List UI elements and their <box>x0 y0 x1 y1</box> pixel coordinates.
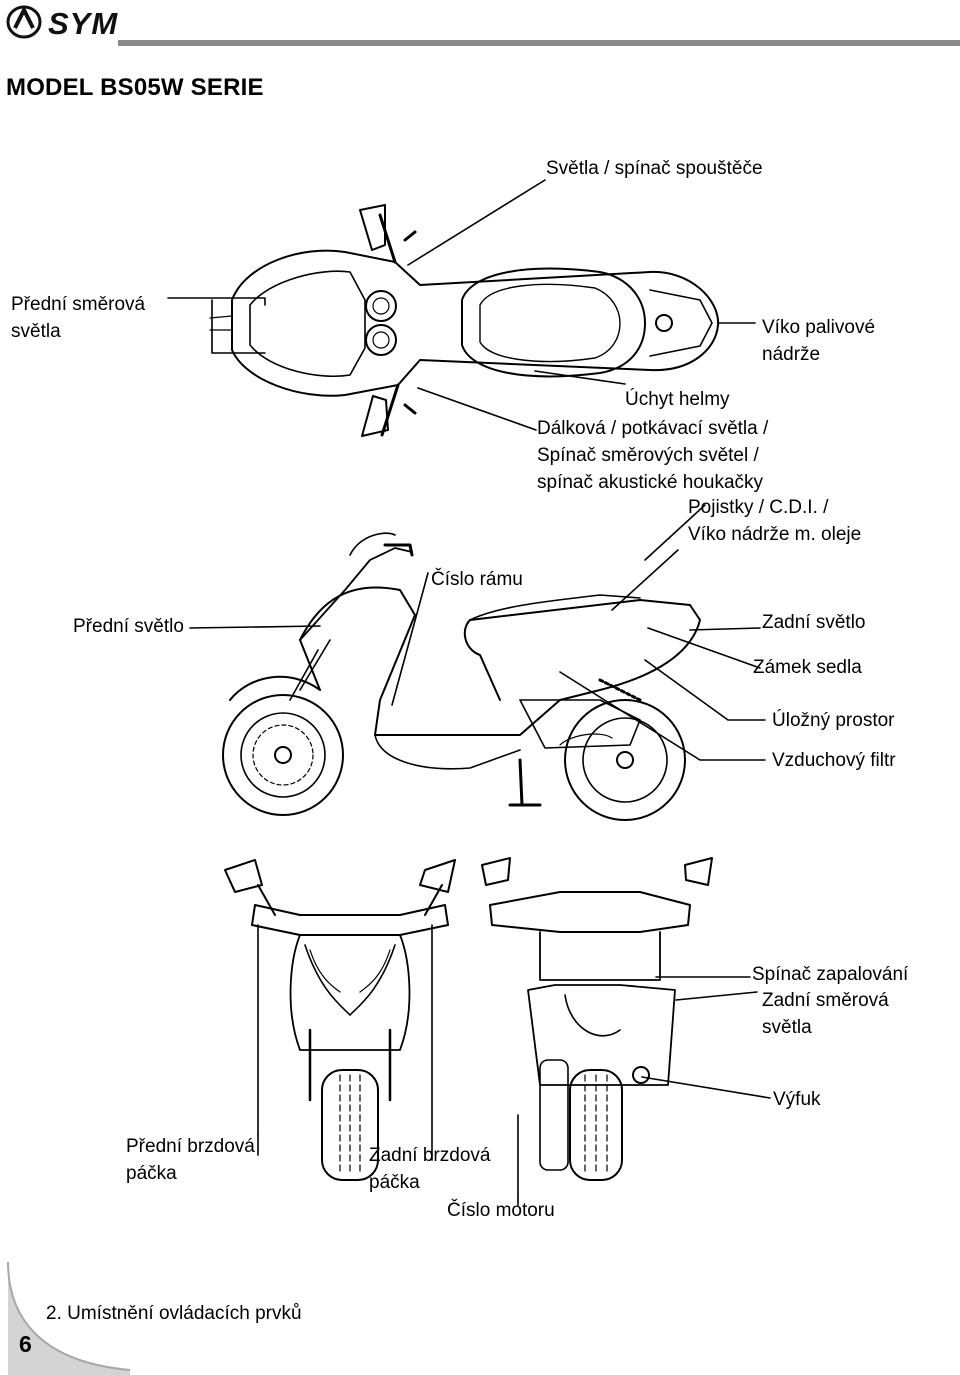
label-beam-switch: Dálková / potkávací světla / Spínač směr… <box>537 418 769 493</box>
label-tail-light: Zadní světlo <box>762 612 866 633</box>
label-rear-turn-signals: Zadní směrová světla <box>762 990 889 1038</box>
label-headlight: Přední světlo <box>73 616 184 637</box>
header-rule <box>118 40 960 46</box>
label-ignition-switch: Spínač zapalování <box>752 964 909 985</box>
label-fuses-cdi: Pojistky / C.D.I. / Víko nádrže m. oleje <box>688 497 862 545</box>
label-frame-number: Číslo rámu <box>431 569 523 590</box>
label-air-filter: Vzduchový filtr <box>772 750 896 771</box>
label-seat-lock: Zámek sedla <box>753 657 862 678</box>
side-view-scooter <box>222 532 701 821</box>
label-storage: Úložný prostor <box>772 710 895 731</box>
label-exhaust: Výfuk <box>773 1089 821 1110</box>
sym-emblem-icon <box>6 5 42 39</box>
label-helmet-hook: Úchyt helmy <box>625 389 730 410</box>
label-rear-brake-lever: Zadní brzdová páčka <box>369 1145 491 1193</box>
leader-lines <box>167 179 771 1206</box>
section-title: 2. Umístnění ovládacích prvků <box>46 1303 302 1324</box>
sym-logo: SYM <box>6 4 126 41</box>
page-corner-tab <box>7 1262 131 1375</box>
label-front-turn-signals: Přední směrová světla <box>11 294 146 342</box>
front-view-scooter <box>224 859 456 1181</box>
page-title: MODEL BS05W SERIE <box>6 74 264 101</box>
brand-name: SYM <box>48 6 119 41</box>
label-fuel-cap: Víko palivové nádrže <box>762 317 876 365</box>
label-front-brake-lever: Přední brzdová páčka <box>126 1136 255 1184</box>
page-number: 6 <box>19 1331 32 1357</box>
label-engine-number: Číslo motoru <box>447 1200 555 1221</box>
rear-view-scooter <box>481 857 713 1196</box>
page-header: SYM <box>0 0 960 50</box>
top-view-scooter <box>209 204 720 437</box>
label-starter-switch: Světla / spínač spouštěče <box>546 158 763 179</box>
